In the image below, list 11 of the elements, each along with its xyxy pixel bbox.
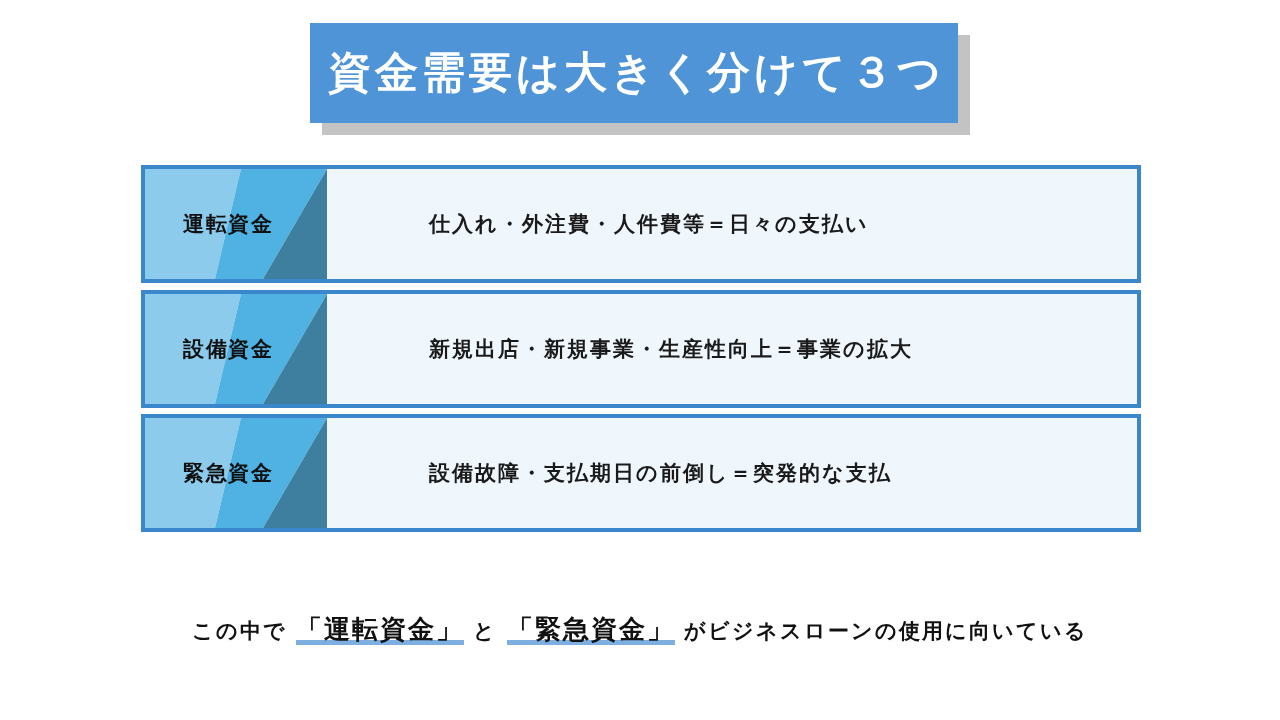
caption-text: この中で 「運転資金」 と 「緊急資金」 がビジネスローンの使用に向いている <box>190 613 1090 647</box>
category-row <box>141 165 1141 283</box>
title-banner: 資金需要は大きく分けて３つ <box>310 23 958 123</box>
category-row <box>141 290 1141 408</box>
description-text: 仕入れ・外注費・人件費等＝日々の支払い <box>429 211 869 238</box>
category-label: 緊急資金 <box>183 460 273 487</box>
category-row <box>141 414 1141 532</box>
description-text: 新規出店・新規事業・生産性向上＝事業の拡大 <box>429 336 913 363</box>
description-text: 設備故障・支払期日の前倒し＝突発的な支払 <box>429 460 892 487</box>
category-label: 設備資金 <box>183 336 273 363</box>
category-label: 運転資金 <box>183 211 273 238</box>
